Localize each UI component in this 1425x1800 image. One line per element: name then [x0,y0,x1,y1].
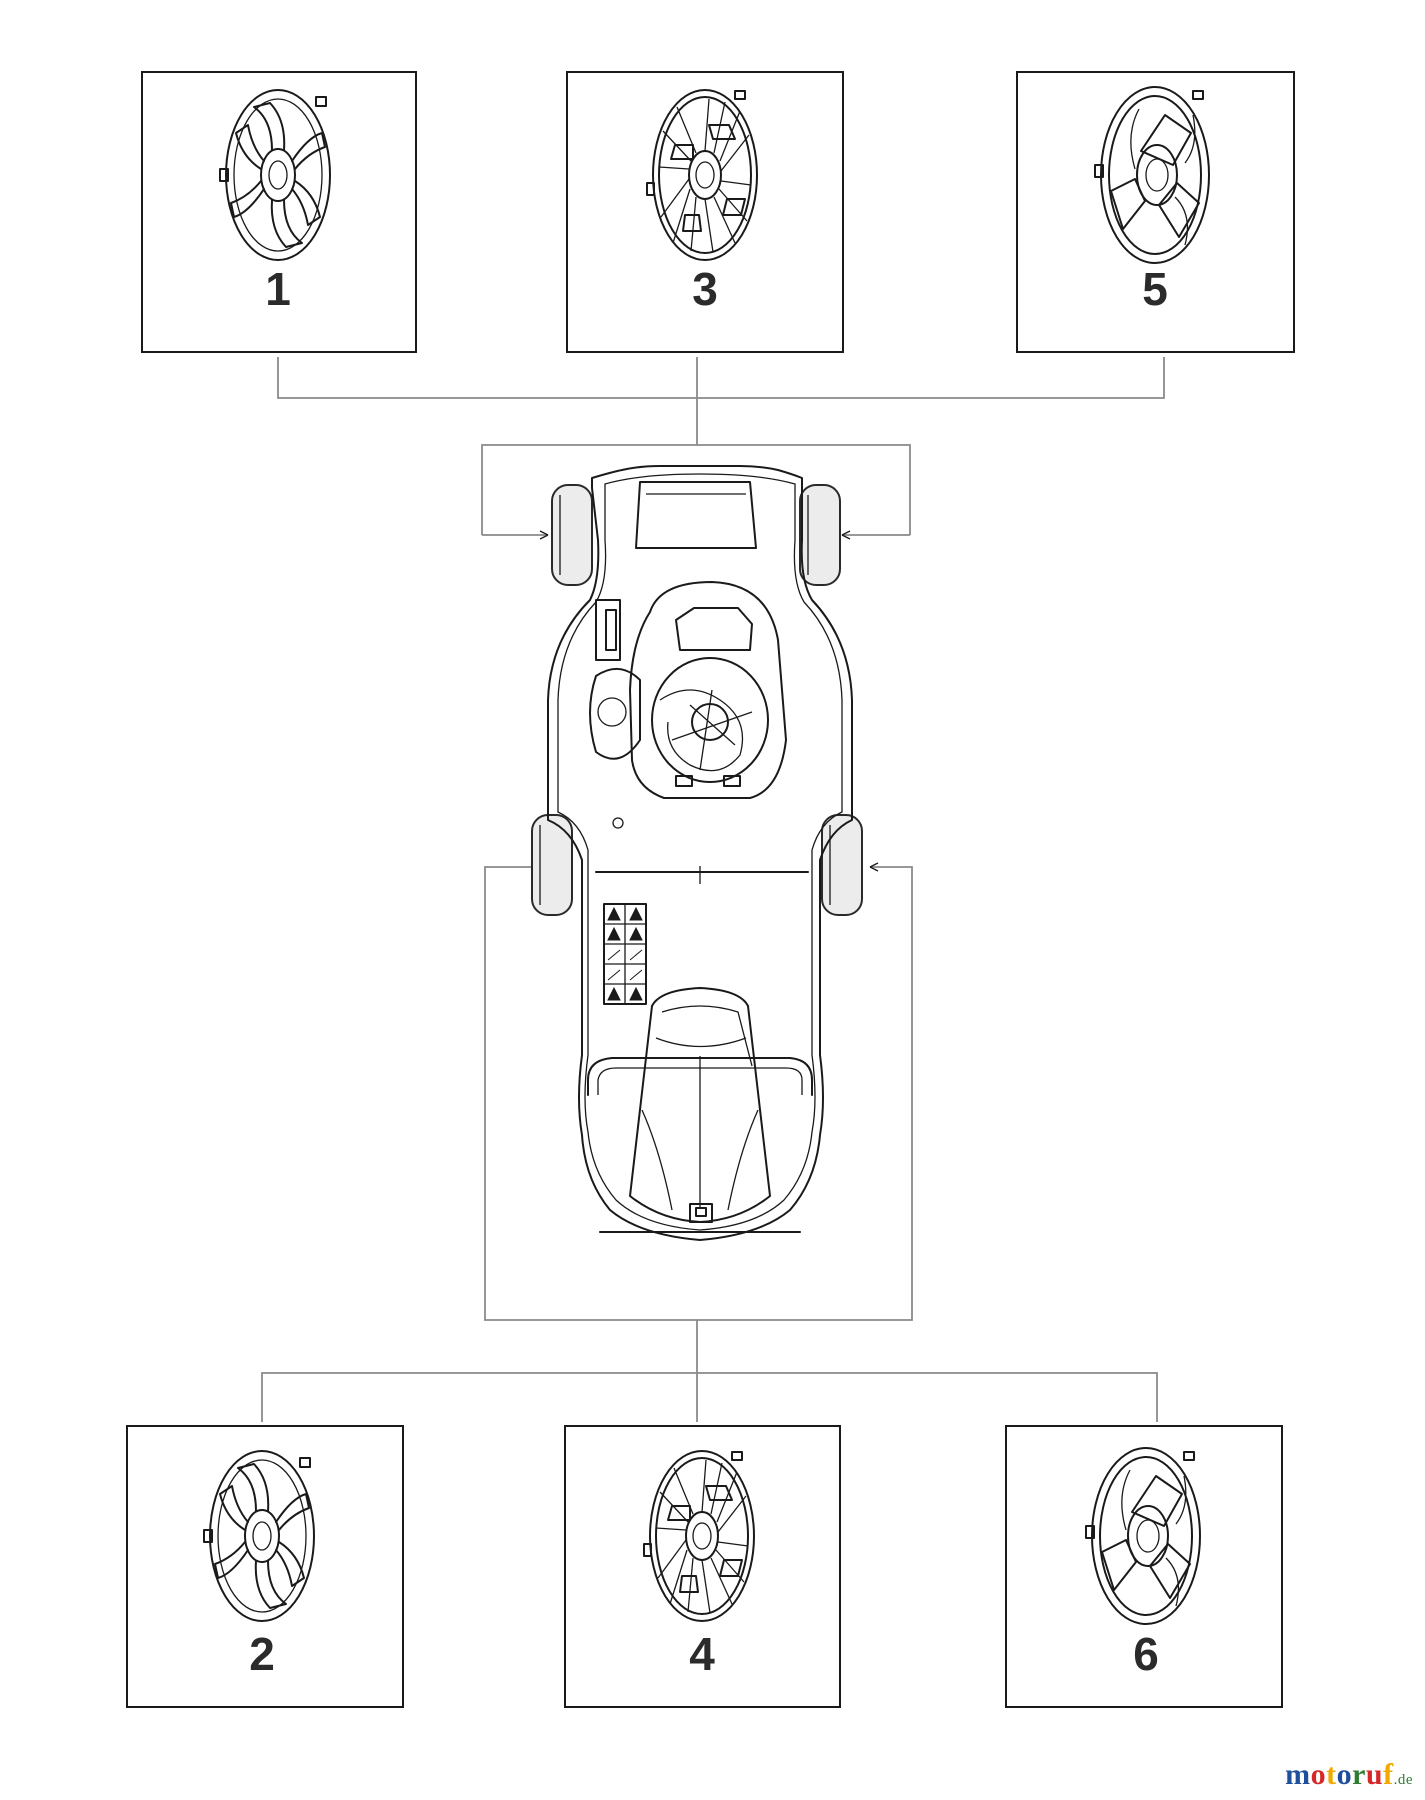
watermark-logo: motoruf.de [1285,1758,1413,1792]
logo-letter: f [1383,1758,1394,1791]
bottom-connectors [261,862,1158,1422]
lawnmower-top-view-icon [531,465,863,1241]
top-connectors [277,357,1165,540]
logo-letter: o [1336,1758,1353,1791]
part-label-2: 2 [249,1628,275,1680]
logo-letter: t [1326,1758,1337,1791]
part-label-6: 6 [1133,1628,1159,1680]
part-label-4: 4 [689,1628,715,1680]
part-box-3: 3 [566,71,844,353]
logo-tld: .de [1393,1772,1413,1788]
front-left-wheel [551,484,593,586]
logo-letter: r [1352,1758,1366,1791]
logo-letter: u [1365,1758,1384,1791]
warning-label [603,903,647,1005]
part-label-5: 5 [1142,263,1168,315]
part-label-1: 1 [265,263,291,315]
part-box-4: 4 [564,1425,841,1708]
part-box-5: 5 [1016,71,1295,353]
rear-left-wheel [531,814,573,916]
front-right-wheel [799,484,841,586]
logo-letter: o [1310,1758,1327,1791]
part-box-1: 1 [141,71,417,353]
logo-letter: m [1285,1758,1311,1791]
engine [589,581,787,799]
part-box-2: 2 [126,1425,404,1708]
part-label-3: 3 [692,263,718,315]
rear-right-wheel [821,814,863,916]
part-box-6: 6 [1005,1425,1283,1708]
